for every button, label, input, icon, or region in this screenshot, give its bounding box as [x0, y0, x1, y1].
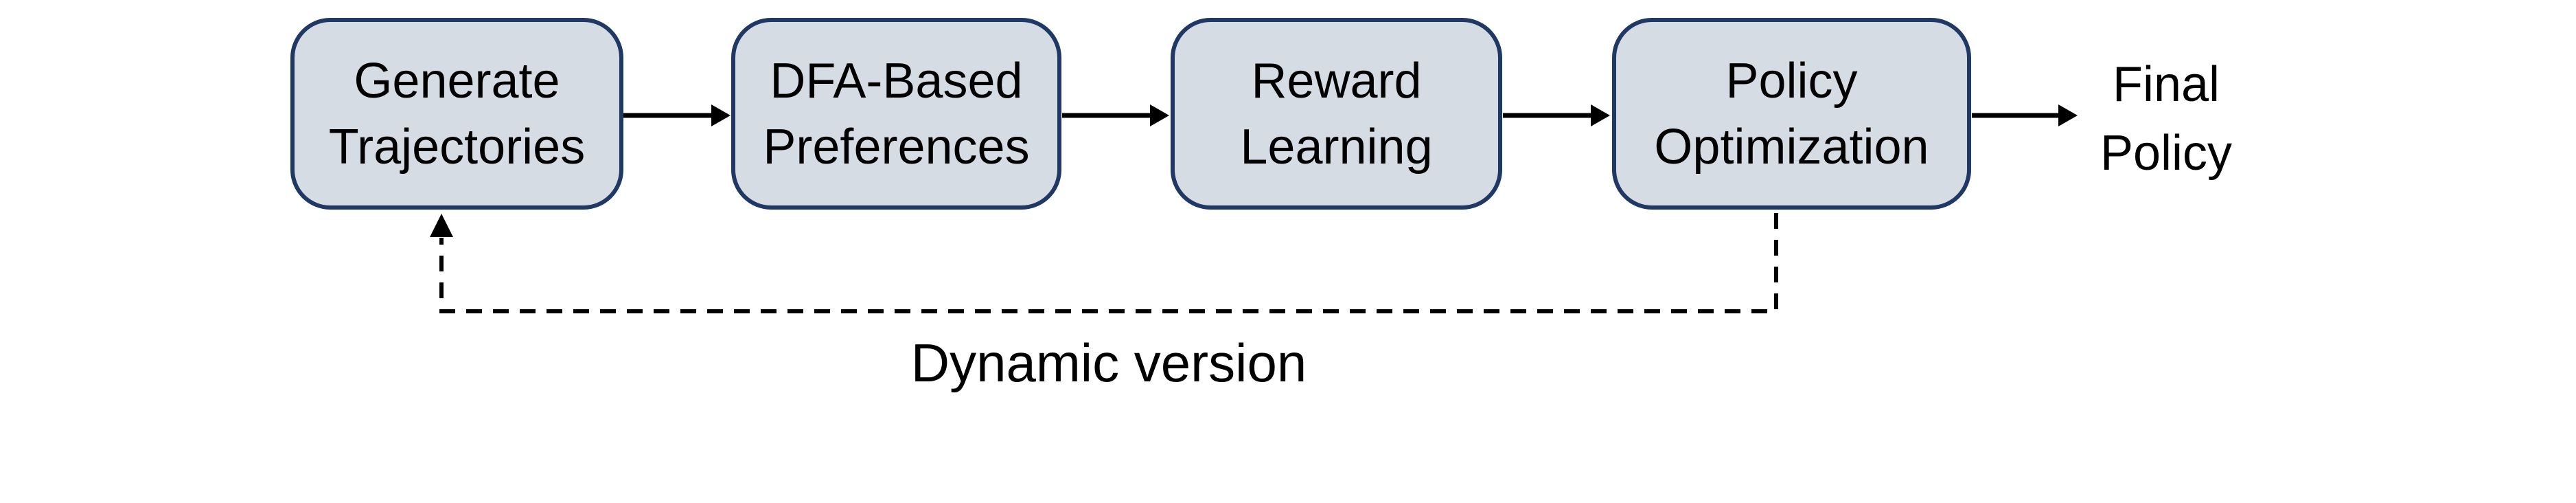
final-policy-line: Policy — [2100, 126, 2233, 181]
node-label-line: Preferences — [763, 119, 1030, 175]
node-reward-learning: Reward Learning — [1171, 18, 1502, 210]
node-label-line: Trajectories — [328, 119, 586, 175]
final-policy-line: Final — [2112, 57, 2220, 112]
node-label-line: Generate — [354, 53, 560, 109]
arrow-policy-to-final — [1972, 104, 2078, 126]
arrow-reward-to-policy — [1503, 104, 1610, 126]
feedback-dashed-arrow — [430, 213, 1778, 313]
node-label-line: DFA-Based — [770, 53, 1023, 109]
node-label: Reward Learning — [1240, 48, 1432, 180]
node-label-line: Policy — [1725, 53, 1858, 109]
arrow-generate-to-dfa — [623, 104, 731, 126]
node-label: Policy Optimization — [1654, 48, 1929, 180]
node-label: DFA-Based Preferences — [763, 48, 1029, 180]
node-generate-trajectories: Generate Trajectories — [290, 18, 623, 210]
node-dfa-based-preferences: DFA-Based Preferences — [731, 18, 1061, 210]
feedback-arrowhead — [430, 214, 453, 237]
final-policy-label: Final Policy — [2056, 50, 2276, 188]
node-label-line: Reward — [1251, 53, 1422, 109]
node-label: Generate Trajectories — [329, 48, 585, 180]
node-label-line: Optimization — [1654, 119, 1929, 175]
arrow-dfa-to-reward — [1062, 104, 1169, 126]
node-label-line: Learning — [1240, 119, 1433, 175]
feedback-loop-label: Dynamic version — [910, 333, 1307, 393]
node-policy-optimization: Policy Optimization — [1612, 18, 1971, 210]
